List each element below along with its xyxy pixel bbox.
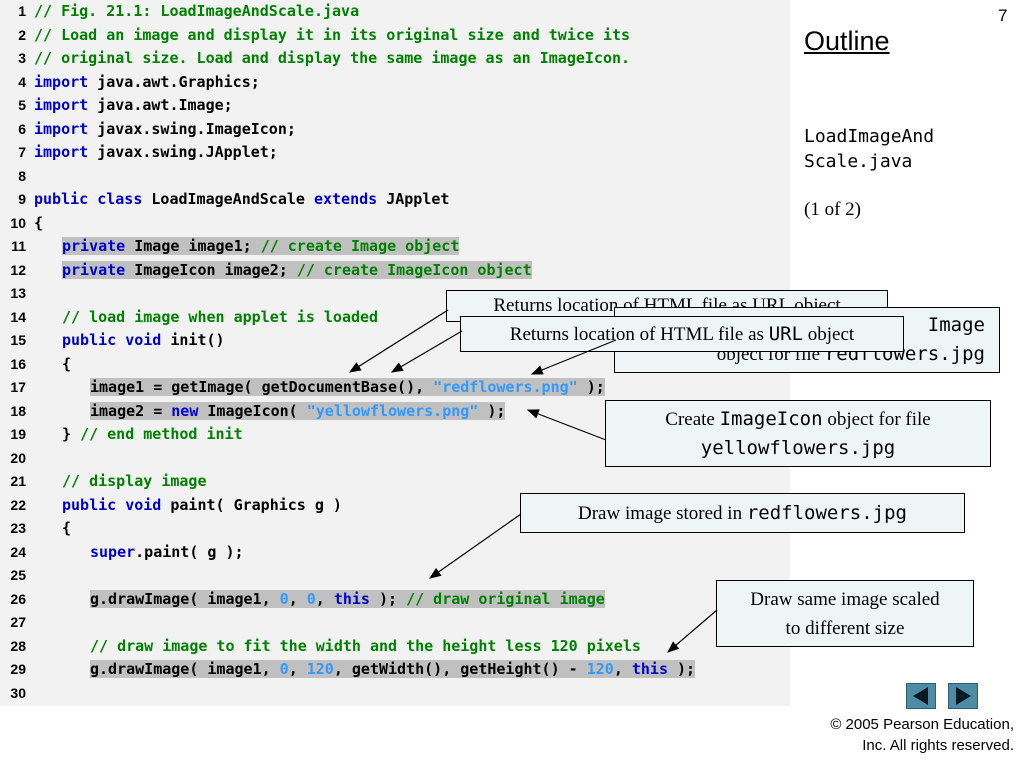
callout-imageicon: Create ImageIcon object for file yellowf…	[605, 400, 991, 467]
callout-draw: Draw image stored in redflowers.jpg	[520, 493, 965, 533]
page-indicator: (1 of 2)	[804, 199, 861, 220]
triangle-left-icon	[913, 687, 928, 705]
file-name: LoadImageAnd Scale.java	[804, 126, 935, 172]
callout-url: Returns location of HTML file as URL obj…	[460, 316, 904, 352]
next-slide-button[interactable]	[948, 683, 978, 709]
outline-title: Outline	[804, 26, 890, 56]
prev-slide-button[interactable]	[906, 683, 936, 709]
slide-number: 7	[998, 6, 1008, 25]
copyright: © 2005 Pearson Education, Inc. All right…	[830, 716, 1014, 754]
triangle-right-icon	[956, 687, 971, 705]
callout-scaled: Draw same image scaled to different size	[716, 580, 974, 647]
